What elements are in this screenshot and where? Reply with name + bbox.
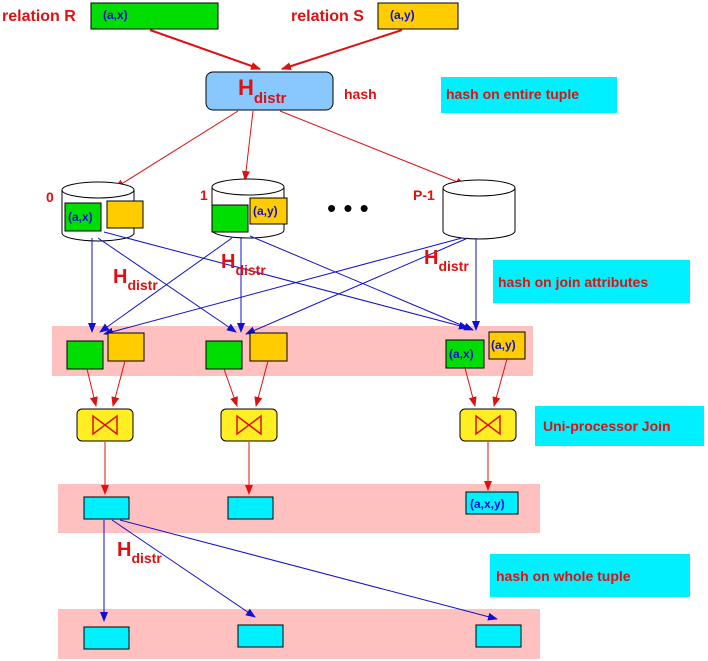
label-uni-join-box [535, 406, 704, 446]
hash-side-label: hash [344, 86, 377, 102]
arrow-b1s-to-join1 [254, 360, 269, 407]
disk-ellipsis: • • • [327, 193, 369, 223]
arrow-hash-to-disk1 [242, 110, 254, 181]
disk-1 [211, 178, 288, 239]
bucket0-r [66, 340, 104, 370]
result-2-label: (a,x,y) [470, 497, 505, 511]
arrow-result0-to-final2 [119, 519, 498, 621]
hdistr-label-3: Hdistr [117, 539, 162, 566]
hdistr-label-0: Hdistr [113, 266, 158, 293]
arrow-dp-to-b1 [245, 237, 469, 335]
relation-s-box [377, 2, 459, 30]
relation-r-label: relation R [2, 8, 76, 25]
relation-r-tuple: (a,x) [103, 8, 128, 22]
arrow-result0-to-final1 [111, 519, 256, 618]
arrow-hash-to-diskp [279, 110, 466, 186]
arrow-b1r-to-join1 [223, 368, 238, 407]
arrow-d1-to-b2 [249, 235, 474, 331]
join-bowtie-icon [92, 414, 118, 436]
final-partition-band [58, 609, 540, 659]
arrow-d0-to-b1 [97, 237, 237, 333]
disk-0 [61, 181, 144, 242]
disk1-tuple-r [211, 204, 249, 233]
disk1-tuple-label: (a,y) [253, 204, 278, 218]
arrow-b0s-to-join0 [111, 360, 126, 407]
disk-p-minus-1 [442, 179, 516, 240]
disk1-tuple-s [249, 197, 288, 225]
result-0 [83, 496, 130, 520]
arrow-d1-to-b0 [99, 237, 233, 333]
join-bowtie-icon [236, 414, 262, 436]
final-2 [475, 624, 522, 648]
result-1 [227, 496, 274, 520]
join-box-2 [459, 408, 517, 442]
arrow-d0-to-b2 [103, 231, 469, 330]
bucket2-r-label: (a,x) [449, 347, 474, 361]
relation-s-tuple: (a,y) [390, 8, 415, 22]
relation-s-label: relation S [291, 8, 364, 25]
label-join-attrs: hash on join attributes [498, 274, 648, 290]
hash-node-label: Hdistr [238, 75, 287, 107]
diskp-index: P-1 [413, 187, 435, 203]
join-box-1 [220, 408, 278, 442]
arrow-s-to-hash [281, 29, 403, 71]
hash-distr-node [205, 71, 334, 111]
final-0 [83, 626, 130, 650]
disk0-tuple-label: (a,x) [68, 210, 93, 224]
relation-r-box [90, 2, 219, 30]
bucket1-r [205, 340, 243, 370]
label-entire-tuple-box [441, 77, 617, 113]
bucket0-s [107, 332, 145, 362]
arrow-dp-to-b0 [103, 237, 463, 336]
hdistr-label-1: Hdistr [221, 251, 266, 278]
bucket1-s [249, 332, 288, 362]
result-2 [465, 491, 519, 515]
label-join-attrs-box [493, 260, 690, 303]
arrow-r-to-hash [149, 29, 261, 70]
final-1 [237, 624, 284, 648]
join-box-0 [76, 408, 134, 442]
bucket2-s-label: (a,y) [491, 338, 516, 352]
disk0-tuple-s [106, 200, 144, 229]
bucket2-r [445, 339, 485, 369]
arrow-b2r-to-join2 [464, 367, 477, 407]
arrow-b0r-to-join0 [86, 368, 98, 407]
label-whole-tuple: hash on whole tuple [496, 568, 631, 584]
arrow-b2s-to-join2 [492, 358, 508, 407]
disk0-tuple-r [64, 202, 102, 232]
label-uni-join: Uni-processor Join [543, 418, 671, 434]
label-whole-tuple-box [490, 554, 690, 597]
disk1-index: 1 [200, 187, 208, 203]
join-bowtie-icon [475, 414, 501, 436]
bucket2-s [488, 331, 526, 360]
disk0-index: 0 [46, 189, 54, 205]
hdistr-label-2: Hdistr [424, 247, 469, 274]
label-entire-tuple: hash on entire tuple [446, 86, 579, 102]
arrow-hash-to-disk0 [114, 110, 239, 189]
